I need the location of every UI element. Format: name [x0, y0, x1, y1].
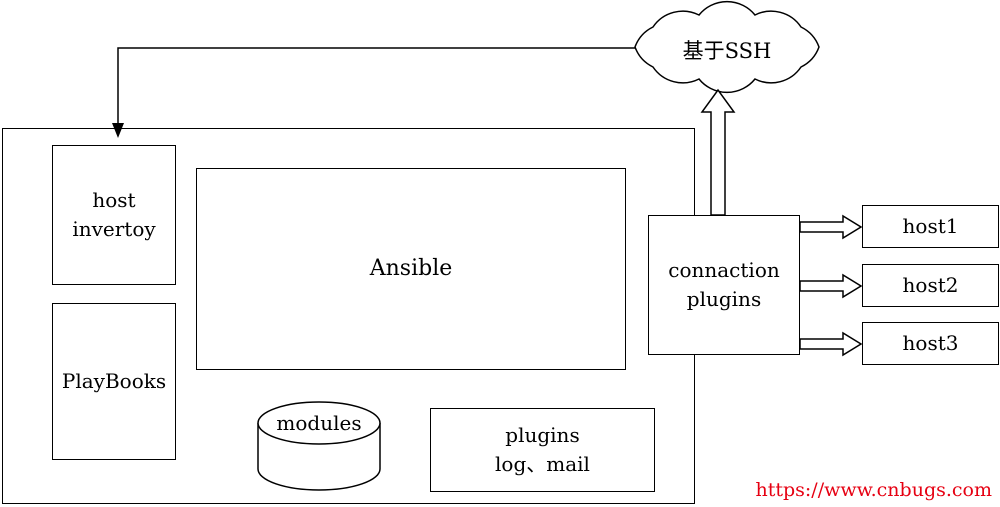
ansible-label: Ansible	[369, 256, 453, 282]
host3-box: host3	[862, 322, 999, 365]
connection-plugins-label-line2: plugins	[686, 287, 762, 311]
host3-arrow	[799, 331, 863, 357]
host2-arrow	[799, 273, 863, 299]
host-inventory-box: host invertoy	[52, 145, 176, 285]
plugins-label-line1: plugins	[505, 423, 580, 447]
watermark: https://www.cnbugs.com	[755, 479, 992, 501]
host1-arrow	[799, 214, 863, 240]
host-inventory-label-line2: invertoy	[72, 217, 156, 241]
modules-label: modules	[276, 411, 362, 435]
host1-label: host1	[902, 214, 959, 238]
host2-label: host2	[902, 273, 959, 297]
plugins-box: plugins log、mail	[430, 408, 655, 492]
plugins-label-line2: log、mail	[495, 452, 590, 476]
playbooks-label: PlayBooks	[61, 369, 167, 393]
host-inventory-label-line1: host	[92, 188, 136, 212]
host1-box: host1	[862, 205, 999, 248]
cloud-to-inventory-arrow	[117, 47, 635, 124]
ansible-box: Ansible	[196, 168, 626, 370]
ssh-cloud-label: 基于SSH	[682, 39, 772, 63]
host3-label: host3	[902, 331, 959, 355]
connection-plugins-box: connaction plugins	[648, 215, 800, 355]
playbooks-box: PlayBooks	[52, 303, 176, 460]
ssh-up-arrow	[700, 88, 736, 216]
host2-box: host2	[862, 264, 999, 307]
connection-plugins-label-line1: connaction	[668, 258, 780, 282]
